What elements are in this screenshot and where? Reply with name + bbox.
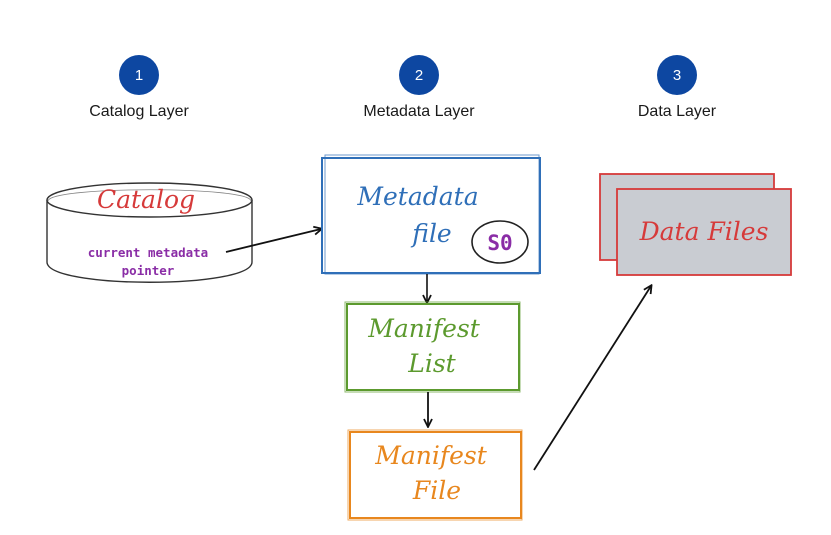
layer-2-label: Metadata Layer [363, 103, 475, 120]
layer-3-badge [657, 55, 697, 95]
manifest-list-line1: Manifest [367, 314, 480, 343]
layer-3-number: 3 [673, 67, 681, 84]
catalog-title: Catalog [97, 185, 195, 214]
manifest-file-line1: Manifest [374, 441, 487, 470]
pointer-arrow [225, 229, 321, 253]
catalog-pointer-line1: current metadata [88, 245, 208, 260]
manifest-file-line2: File [412, 476, 461, 505]
layer-2-number: 2 [415, 67, 423, 84]
layer-1-label: Catalog Layer [89, 103, 189, 120]
layer-1-number: 1 [135, 67, 143, 84]
manifest-file-to-data-arrow [533, 286, 651, 471]
data-files-stack: Data Files [599, 173, 792, 276]
catalog-pointer-line2: pointer [122, 263, 175, 278]
manifest-list-box: Manifest List [344, 301, 521, 393]
manifest-list-line2: List [407, 349, 456, 378]
metadata-file-box: Metadata file S0 [321, 154, 541, 275]
layer-3-label: Data Layer [638, 103, 717, 120]
layer-metadata: 2 Metadata Layer [363, 55, 475, 120]
catalog-cylinder: Catalog current metadata pointer [46, 182, 253, 283]
snapshot-circle [471, 220, 529, 264]
metadata-file-line1: Metadata [356, 182, 478, 211]
metadata-file-line2: file [410, 219, 451, 248]
layer-data: 3 Data Layer [638, 55, 717, 120]
data-file-front [616, 188, 792, 276]
manifest-file-box: Manifest File [347, 429, 523, 521]
data-files-label: Data Files [639, 217, 769, 246]
layer-catalog: 1 Catalog Layer [89, 55, 189, 120]
snapshot-label: S0 [487, 231, 512, 255]
layer-1-badge [119, 55, 159, 95]
layer-2-badge [399, 55, 439, 95]
